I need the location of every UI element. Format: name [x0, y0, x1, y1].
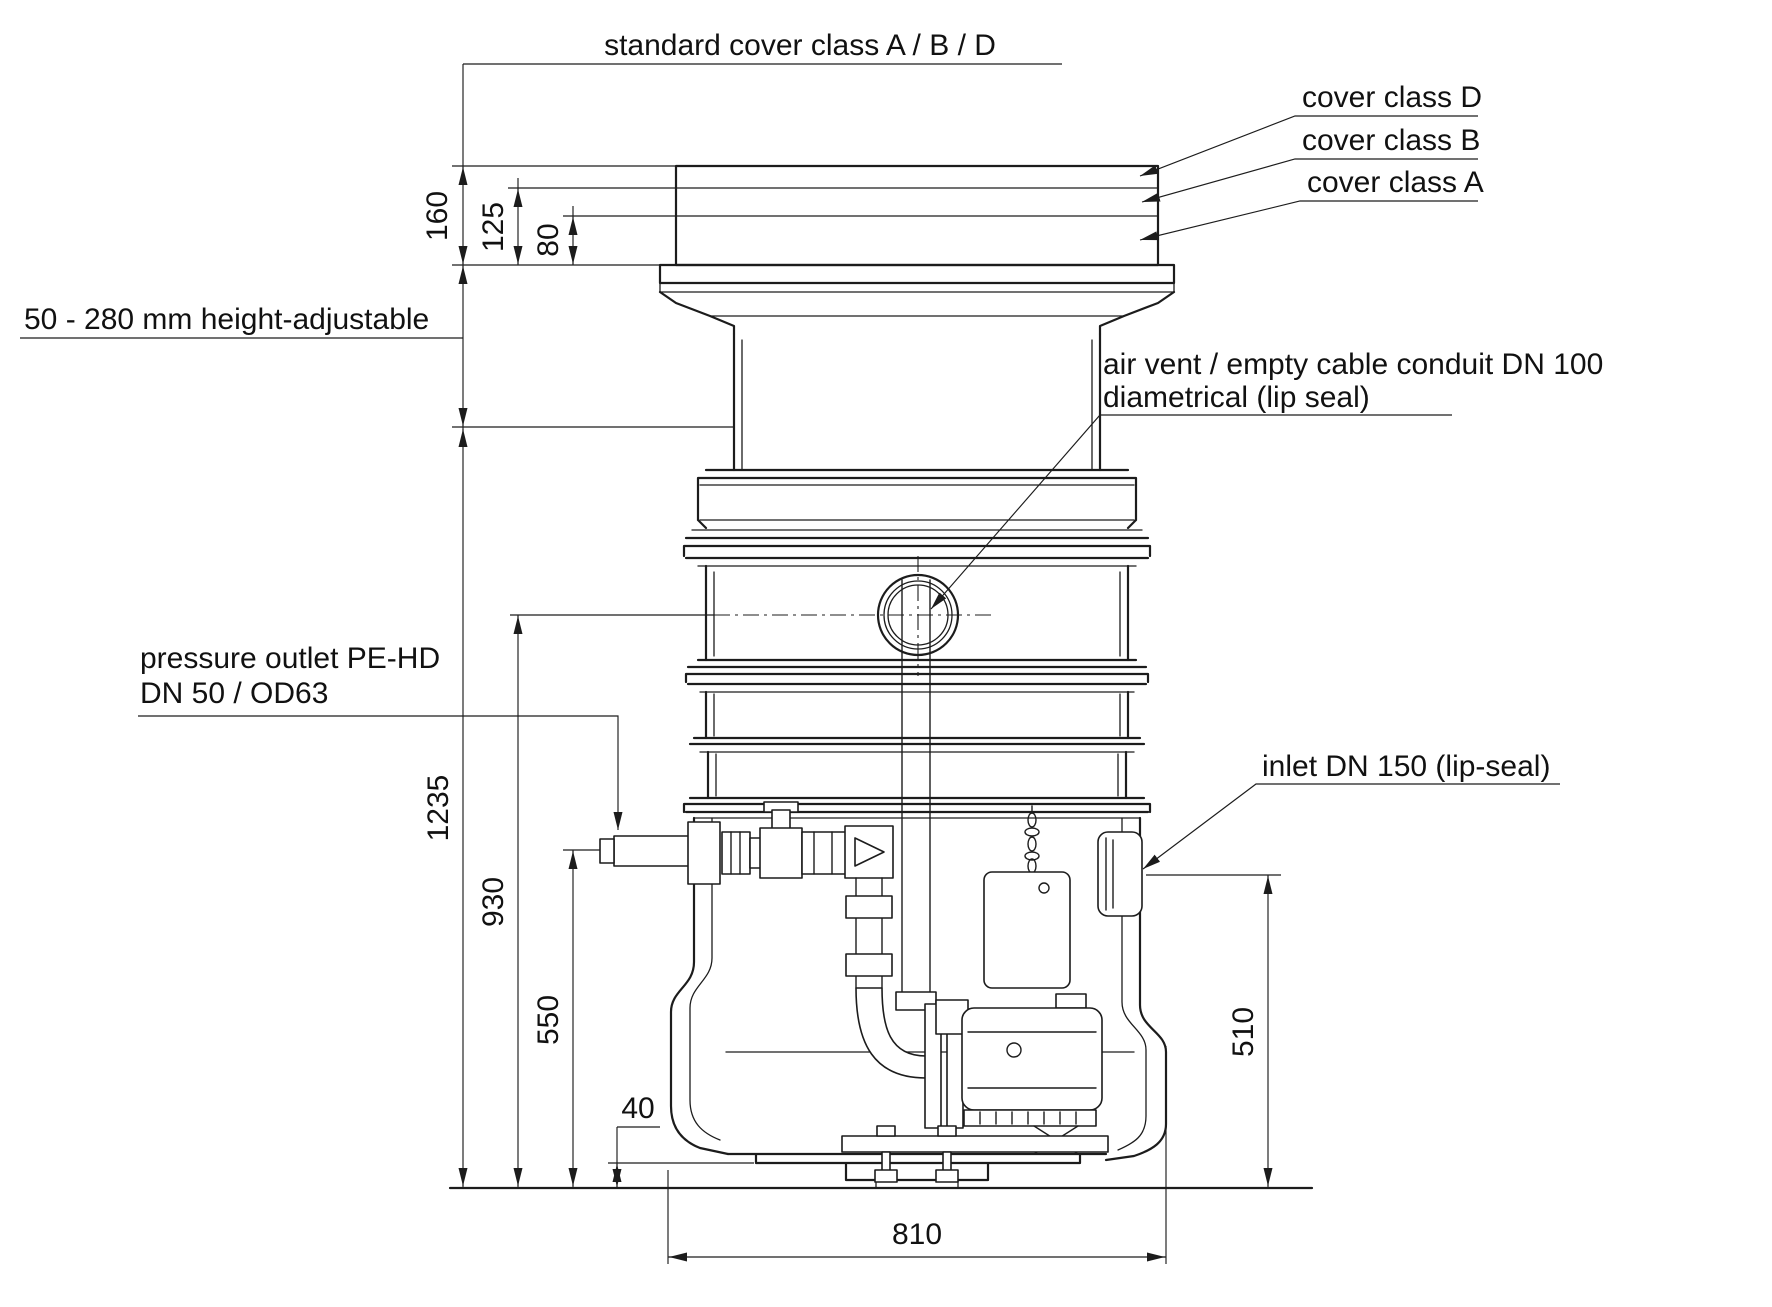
- riser-union-lower: [845, 953, 893, 977]
- ball-valve-body: [759, 827, 803, 879]
- dim-cover-160: 160: [421, 167, 468, 264]
- cover-class-b-label: cover class B: [1302, 124, 1480, 157]
- internal-equipment: [599, 801, 1143, 1183]
- air-vent-opening: [714, 556, 992, 676]
- callout-height-adjustable: 50 - 280 mm height-adjustable: [20, 303, 463, 339]
- cover-class-d-label: cover class D: [1302, 81, 1482, 114]
- dimension-layer: 160 125 80 1235: [20, 29, 1603, 1264]
- float-anchor: [1038, 882, 1050, 894]
- union-nut-left: [721, 831, 751, 875]
- pressure-outlet-label-line2: DN 50 / OD63: [140, 677, 328, 710]
- station-body: [658, 164, 1176, 1189]
- dim-160-value: 160: [421, 191, 454, 241]
- pump-base-plate: [841, 1135, 1109, 1153]
- air-vent-label-line2: diametrical (lip seal): [1103, 381, 1370, 414]
- cover-frame: [658, 263, 1176, 336]
- shaft-upper: [704, 564, 1130, 662]
- callout-cover-class-b: cover class B: [1141, 124, 1480, 203]
- wall-flange: [687, 821, 721, 885]
- callout-air-vent: air vent / empty cable conduit DN 100 di…: [930, 348, 1603, 610]
- pump-strainer: [963, 1109, 1097, 1127]
- air-vent-label-line1: air vent / empty cable conduit DN 100: [1103, 348, 1603, 381]
- dim-510-value: 510: [1227, 1007, 1260, 1057]
- inlet-label: inlet DN 150 (lip-seal): [1262, 750, 1550, 783]
- check-valve-flap: [854, 837, 885, 867]
- height-adjustable-label: 50 - 280 mm height-adjustable: [24, 303, 429, 336]
- dim-930-value: 930: [477, 877, 510, 927]
- callout-pressure-outlet: pressure outlet PE-HD DN 50 / OD63: [138, 642, 623, 830]
- dim-airvent-930: 930: [477, 615, 523, 1188]
- pump-motor: [961, 1007, 1103, 1111]
- dim-125-value: 125: [477, 202, 510, 252]
- callout-cover-class-d: cover class D: [1139, 81, 1482, 177]
- float-switch-chain: [1024, 805, 1040, 874]
- dim-810-value: 810: [892, 1218, 942, 1251]
- callout-cover-class-a: cover class A: [1139, 166, 1484, 241]
- title-note: standard cover class A / B / D: [604, 29, 996, 62]
- cable-conduit-pipe: [901, 579, 931, 993]
- ball-valve-stem: [771, 809, 791, 831]
- motor-plug-hole: [1006, 1042, 1022, 1058]
- dim-base-40: 40: [612, 1092, 660, 1188]
- coupling-flange-front: [924, 1003, 942, 1129]
- union-nut-right: [801, 831, 847, 875]
- riser-union-upper: [845, 895, 893, 919]
- inlet-seal: [1097, 831, 1143, 917]
- float-switch: [983, 871, 1071, 989]
- callout-inlet: inlet DN 150 (lip-seal): [1142, 750, 1560, 870]
- outlet-pipe-cap: [599, 838, 615, 864]
- dim-overall-1235: 1235: [422, 429, 468, 1186]
- shaft-collar: [682, 468, 1152, 567]
- telescopic-section: [732, 332, 1102, 472]
- dim-inlet-510: 510: [1227, 875, 1273, 1188]
- shaft-rings: [682, 658, 1152, 819]
- dim-550-value: 550: [532, 995, 565, 1045]
- pump-cable-box: [1055, 993, 1087, 1009]
- dim-width-810: 810: [667, 1046, 1167, 1264]
- dim-cover-125: 125: [477, 178, 523, 265]
- pressure-outlet-label-line1: pressure outlet PE-HD: [140, 642, 440, 675]
- cover-class-a-label: cover class A: [1307, 166, 1484, 199]
- outlet-pipe-stub: [613, 835, 691, 867]
- cover-stack: [674, 164, 1160, 267]
- dim-cover-80: 80: [532, 206, 578, 265]
- dim-1235-value: 1235: [422, 775, 455, 842]
- pressure-outlet-assembly: [599, 801, 964, 1129]
- submersible-pump: [841, 805, 1109, 1183]
- dim-40-value: 40: [621, 1092, 654, 1125]
- anchor-bolts: [874, 1125, 959, 1183]
- dim-outlet-550: 550: [532, 850, 578, 1188]
- dim-80-value: 80: [532, 223, 565, 256]
